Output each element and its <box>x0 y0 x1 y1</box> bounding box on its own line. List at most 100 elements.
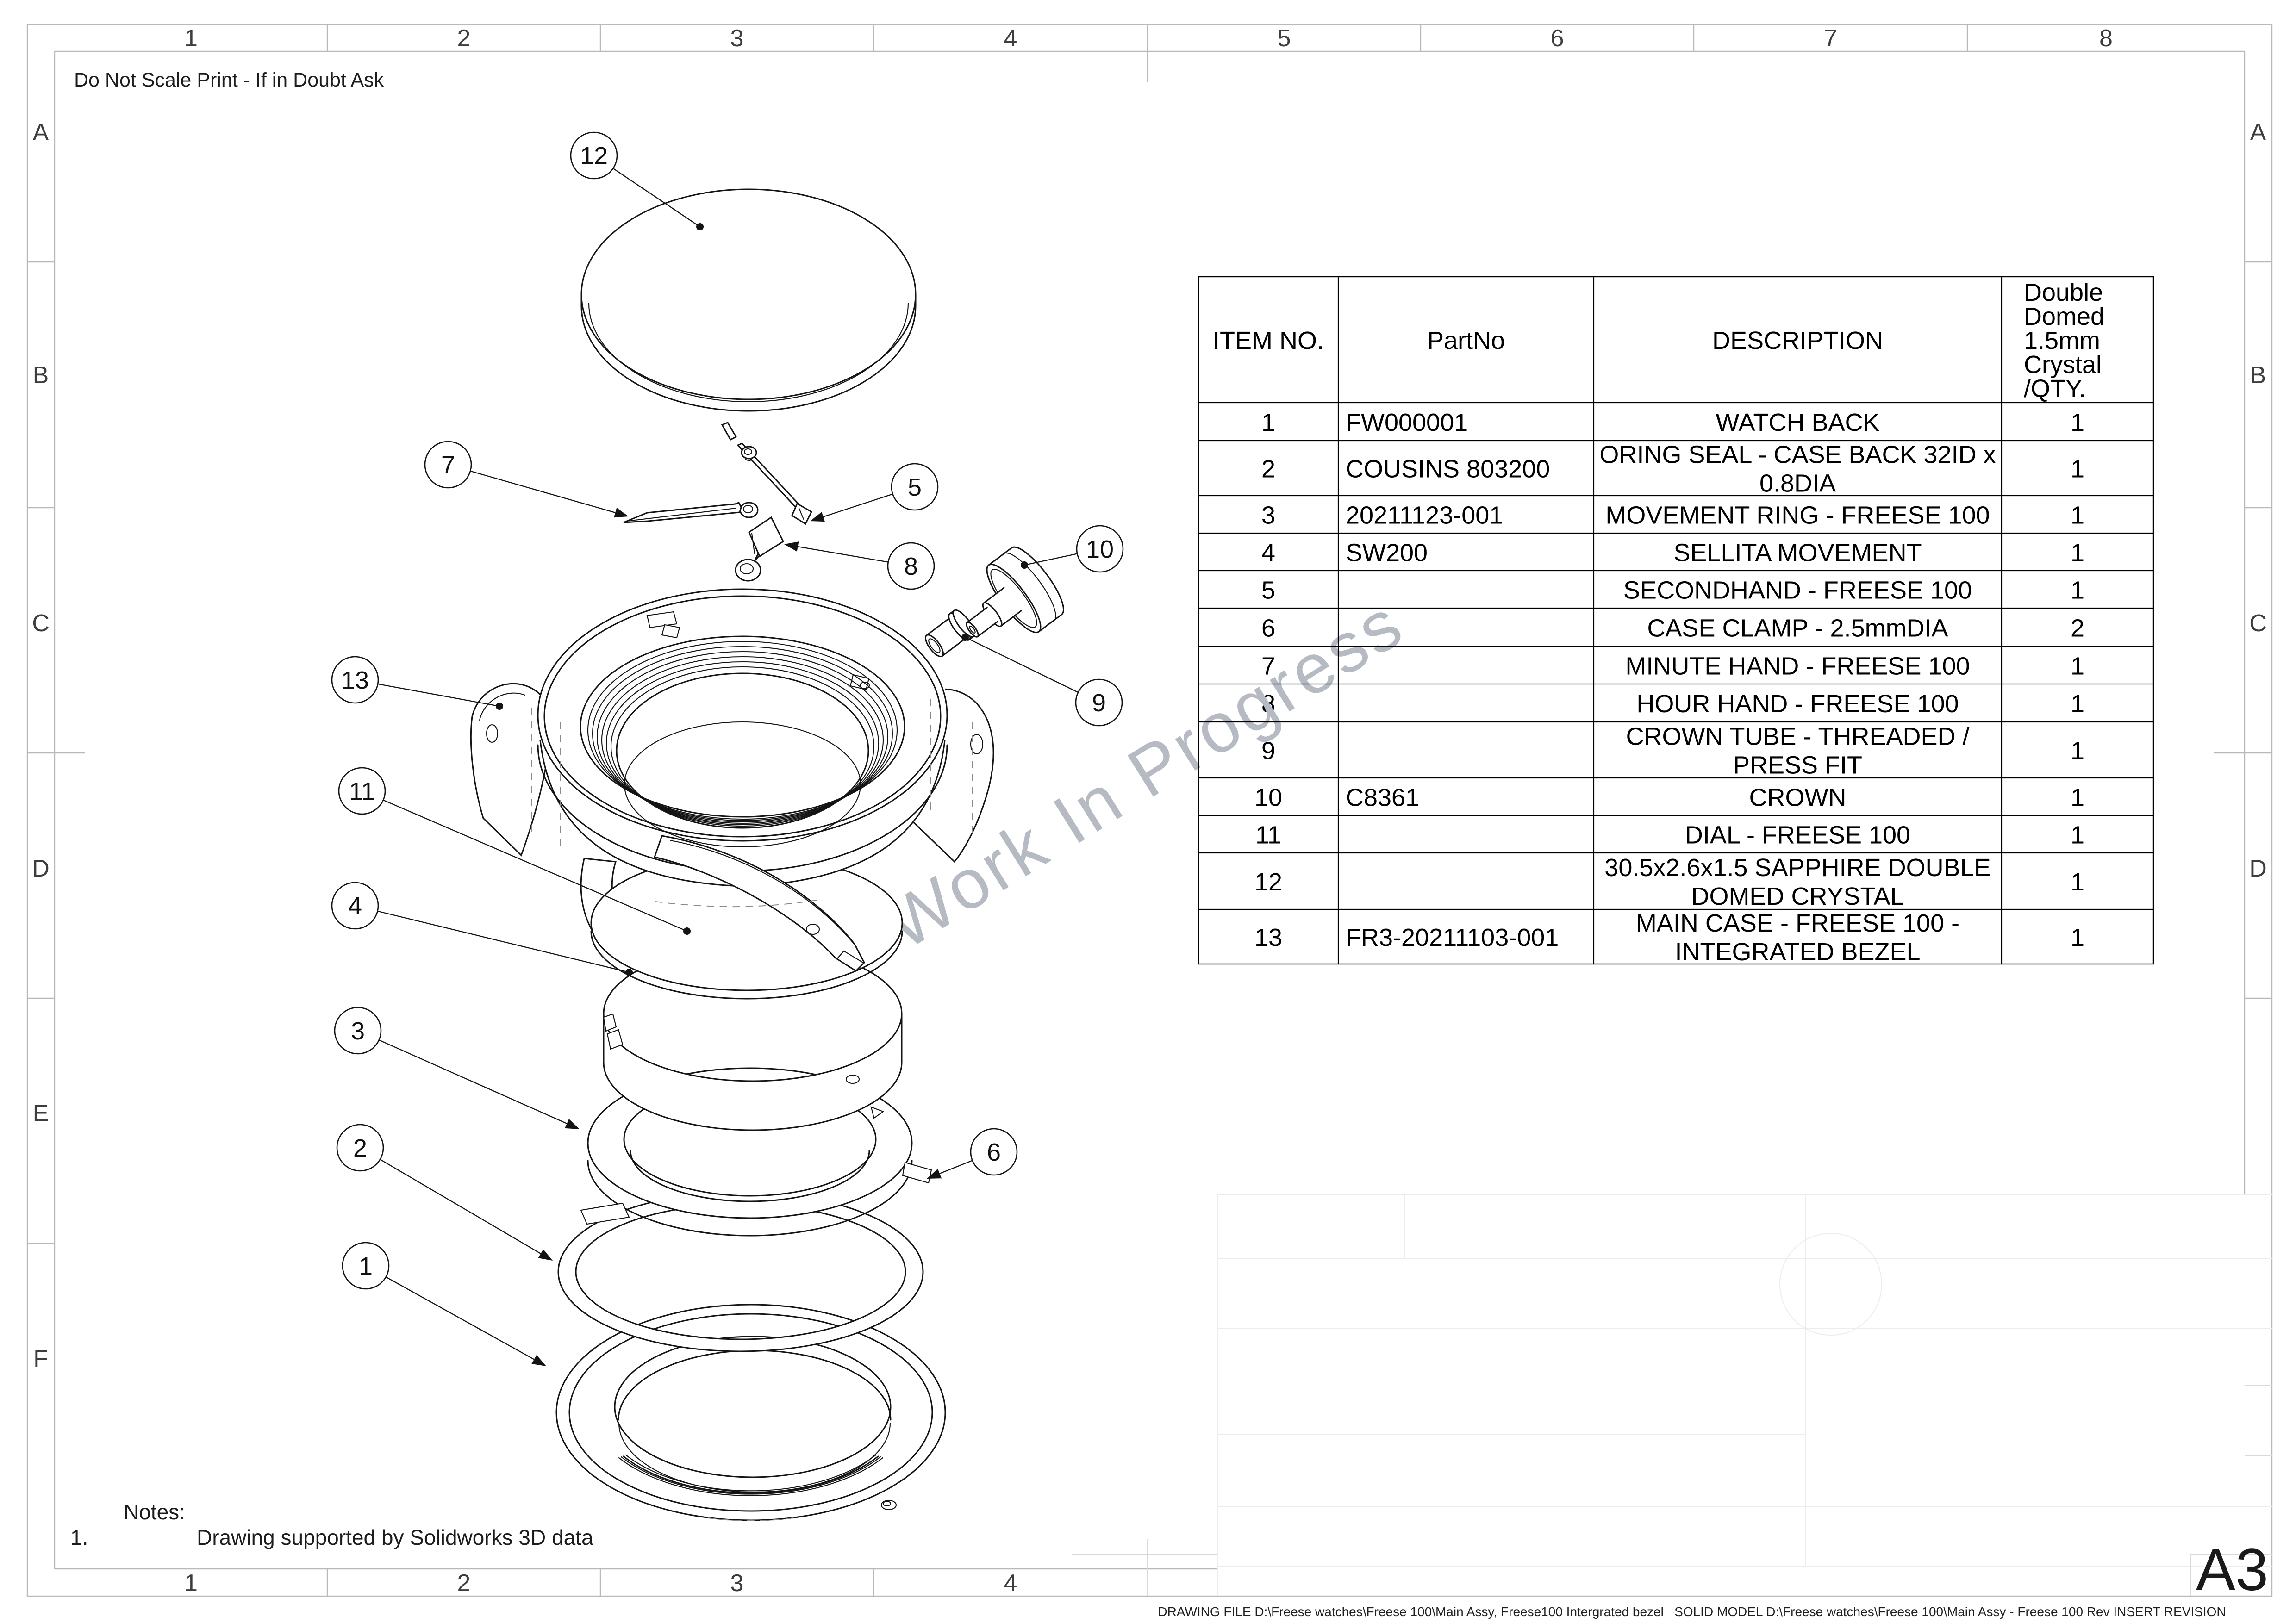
leader-line <box>965 636 1079 693</box>
balloon-circle <box>342 1242 390 1290</box>
balloon-circle <box>334 1007 382 1055</box>
balloon-7-minute-hand: 7 <box>424 441 629 518</box>
bom-cell-qty: 1 <box>2071 868 2084 896</box>
zone-column-label-bottom: 2 <box>457 1570 471 1597</box>
bom-cell-description: CROWN TUBE - THREADED / <box>1626 723 1969 751</box>
balloon-circle <box>1075 678 1123 727</box>
leader-line <box>380 1159 541 1254</box>
leader-line <box>823 493 893 517</box>
leader-dot <box>496 703 503 710</box>
bom-cell-item: 12 <box>1254 868 1282 896</box>
bom-cell-qty: 1 <box>2071 784 2084 812</box>
bom-cell-item: 13 <box>1254 924 1282 951</box>
zone-row-label-left: D <box>32 855 50 882</box>
zone-column-label-bottom: 1 <box>184 1570 198 1597</box>
bom-cell-item: 2 <box>1261 455 1275 483</box>
bom-cell-description: HOUR HAND - FREESE 100 <box>1636 690 1959 718</box>
bom-cell-qty: 1 <box>2071 502 2084 529</box>
zone-column-label-top: 3 <box>730 25 744 52</box>
outer-border <box>26 24 2273 1597</box>
zone-row-label-left: B <box>33 362 49 389</box>
balloon-6-case-clamp: 6 <box>927 1128 1018 1179</box>
balloon-number: 5 <box>908 473 922 501</box>
balloon-circle <box>338 767 386 815</box>
bom-cell-description: SECONDHAND - FREESE 100 <box>1623 577 1972 604</box>
balloon-8-hour-hand: 8 <box>784 541 935 590</box>
zone-row-label-right: C <box>2249 610 2267 637</box>
leader-line <box>939 1160 973 1174</box>
bom-cell-description: DOMED CRYSTAL <box>1691 883 1904 910</box>
part-hour-hand <box>735 516 784 582</box>
bom-cell-description: MINUTE HAND - FREESE 100 <box>1625 653 1970 680</box>
zone-column-label-top: 8 <box>2099 25 2113 52</box>
zone-row-label-left: F <box>33 1345 48 1372</box>
leader-line <box>798 546 888 563</box>
zone-column-label-top: 5 <box>1278 25 1291 52</box>
bom-cell-description: CASE CLAMP - 2.5mmDIA <box>1647 615 1948 642</box>
leader-arrowhead <box>927 1169 942 1179</box>
part-crystal <box>580 188 917 412</box>
balloon-circle <box>970 1128 1018 1176</box>
leader-arrowhead <box>538 1249 553 1261</box>
leader-arrowhead <box>565 1119 580 1129</box>
bom-cell-partno: FW000001 <box>1346 409 1468 436</box>
sheet-annotations: Notes: 1. Drawing supported by Solidwork… <box>70 1500 2268 1619</box>
bom-cell-description: DIAL - FREESE 100 <box>1685 821 1910 849</box>
bom-cell-qty: 1 <box>2071 577 2084 604</box>
balloon-number: 4 <box>348 892 362 920</box>
bom-cell-description: MAIN CASE - FREESE 100 - <box>1636 909 1959 937</box>
bom-cell-qty: 1 <box>2071 737 2084 765</box>
bom-cell-item: 8 <box>1261 690 1275 718</box>
bom-cell-description: INTEGRATED BEZEL <box>1675 938 1920 966</box>
part-watch-back <box>555 1304 946 1521</box>
note-1-number: 1. <box>70 1525 88 1549</box>
bom-cell-description: ORING SEAL - CASE BACK 32ID x <box>1599 441 1996 469</box>
zone-column-label-top: 1 <box>184 25 198 52</box>
bom-header-qty: Double <box>2024 279 2103 306</box>
paper-size-label: A3 <box>2196 1537 2269 1603</box>
bom-header-description: DESCRIPTION <box>1712 327 1883 354</box>
zone-column-label-top: 2 <box>457 25 471 52</box>
exploded-view <box>470 188 1065 1521</box>
zone-row-label-right: A <box>2250 119 2266 146</box>
bom-header-partno: PartNo <box>1427 327 1505 354</box>
balloon-number: 7 <box>441 451 455 479</box>
ghost-title-block <box>1072 1194 2272 1596</box>
balloon-circle <box>1076 525 1124 573</box>
balloon-number: 8 <box>904 553 918 580</box>
do-not-scale-note: Do Not Scale Print - If in Doubt Ask <box>74 69 384 91</box>
zone-row-label-left: C <box>32 610 50 637</box>
bom-cell-item: 4 <box>1261 539 1275 567</box>
bom-cell-description: MOVEMENT RING - FREESE 100 <box>1605 502 1990 529</box>
balloon-12-crystal: 12 <box>570 131 704 230</box>
bom-cell-item: 7 <box>1261 653 1275 680</box>
footer-file-paths: DRAWING FILE D:\Freese watches\Freese 10… <box>1158 1604 2226 1619</box>
leader-dot <box>696 223 704 230</box>
balloon-circle <box>331 882 379 930</box>
bom-cell-description: CROWN <box>1749 784 1847 812</box>
balloon-5-second-hand: 5 <box>810 463 939 522</box>
leader-line <box>379 1039 568 1124</box>
zone-column-label-top: 6 <box>1551 25 1564 52</box>
bom-header-qty: Domed <box>2024 303 2104 330</box>
leader-line <box>383 799 687 932</box>
bom-header-qty: Crystal <box>2024 351 2102 379</box>
balloon-3-movement-ring: 3 <box>334 1007 580 1129</box>
bom-header-item: ITEM NO. <box>1213 327 1324 354</box>
bom-cell-qty: 2 <box>2071 615 2084 642</box>
zone-row-label-right: D <box>2249 855 2267 882</box>
leader-line <box>1024 553 1078 566</box>
zone-row-label-right: B <box>2250 362 2266 389</box>
bom-cell-qty: 1 <box>2071 821 2084 849</box>
leader-arrowhead <box>810 512 825 522</box>
balloon-circle <box>331 656 379 704</box>
balloon-2-oring-seal: 2 <box>336 1124 553 1261</box>
bom-cell-description: WATCH BACK <box>1716 409 1879 436</box>
leader-dot <box>961 634 969 641</box>
balloon-1-watch-back: 1 <box>342 1242 546 1366</box>
balloon-13-main-case: 13 <box>331 656 503 710</box>
leader-dot <box>625 969 633 976</box>
bom-table-grid <box>1198 276 2154 965</box>
